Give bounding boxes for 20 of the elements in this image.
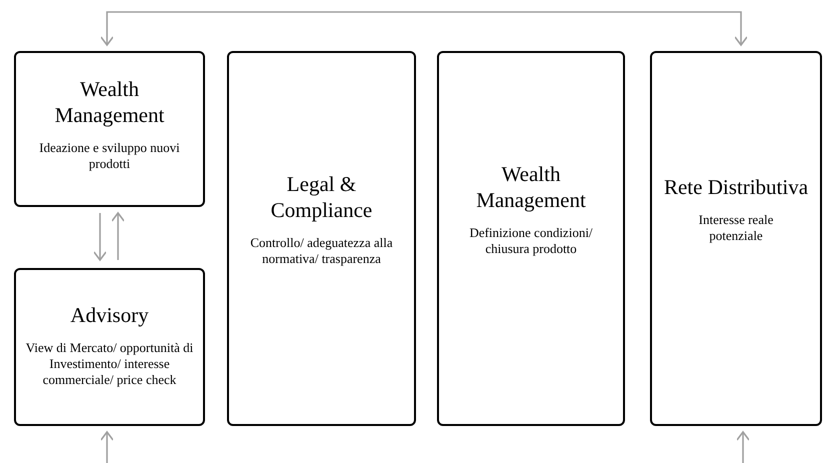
process-box [14,51,205,207]
process-box [227,51,416,426]
box-title: Wealth Management [475,160,587,212]
arrow [736,431,750,463]
box-title: Wealth Management [54,76,166,128]
process-box [437,51,625,426]
box-title: Advisory [70,302,149,328]
process-box [650,51,822,426]
arrow [111,212,125,260]
arrow [93,213,107,261]
box-title: Rete Distributiva [664,174,808,200]
box-description: View di Mercato/ opportunità di Investimento/ interesse commerciale/ price check [24,340,194,388]
box-description: Controllo/ adeguatezza alla normativa/ trasparenza [249,234,394,266]
box-description: Interesse reale potenziale [698,212,774,244]
box-description: Definizione condizioni/ chiusura prodotto [468,224,594,256]
process-box [14,268,205,426]
arrow [100,11,748,46]
box-description: Ideazione e sviluppo nuovi prodotti [38,140,181,172]
box-title: Legal & Compliance [270,170,374,222]
arrow [100,431,114,463]
